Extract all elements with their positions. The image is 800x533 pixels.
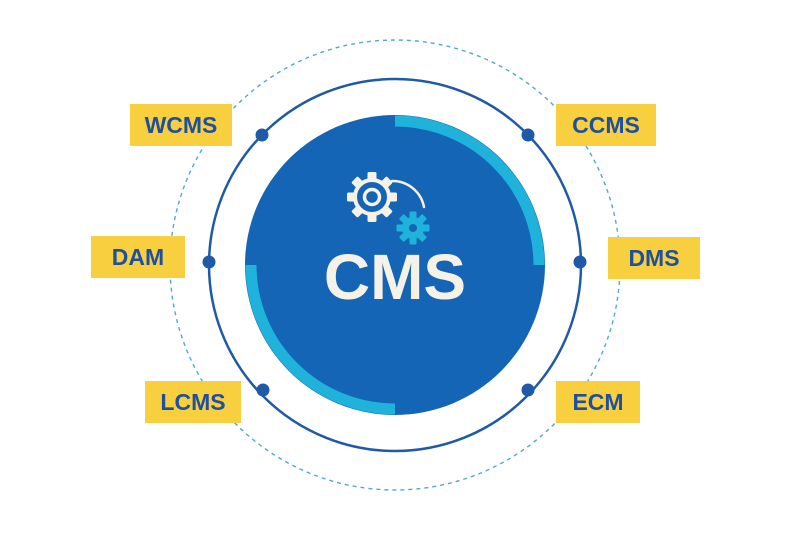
small-gear-icon (396, 211, 430, 245)
type-tag-wcms: WCMS (130, 104, 232, 146)
connector-dot-ccms (521, 128, 535, 142)
connector-dot-dms (573, 255, 587, 269)
rotation-arrow-icon (390, 179, 426, 209)
connector-dot-dam (202, 255, 216, 269)
large-gear-icon (347, 172, 397, 222)
core-circle (245, 115, 545, 415)
accent-arc-bottom-left (245, 264, 396, 415)
type-tag-ccms: CCMS (556, 104, 656, 146)
type-tag-ecm: ECM (556, 381, 640, 423)
type-tag-lcms: LCMS (145, 381, 241, 423)
accent-arc-top-right (394, 115, 545, 266)
connector-dot-lcms (256, 383, 270, 397)
type-tag-dam: DAM (91, 236, 185, 278)
center-title: CMS (323, 241, 467, 313)
type-tag-dms: DMS (608, 237, 700, 279)
connector-dot-ecm (521, 383, 535, 397)
gears-icon (347, 172, 430, 245)
connector-dot-wcms (255, 128, 269, 142)
